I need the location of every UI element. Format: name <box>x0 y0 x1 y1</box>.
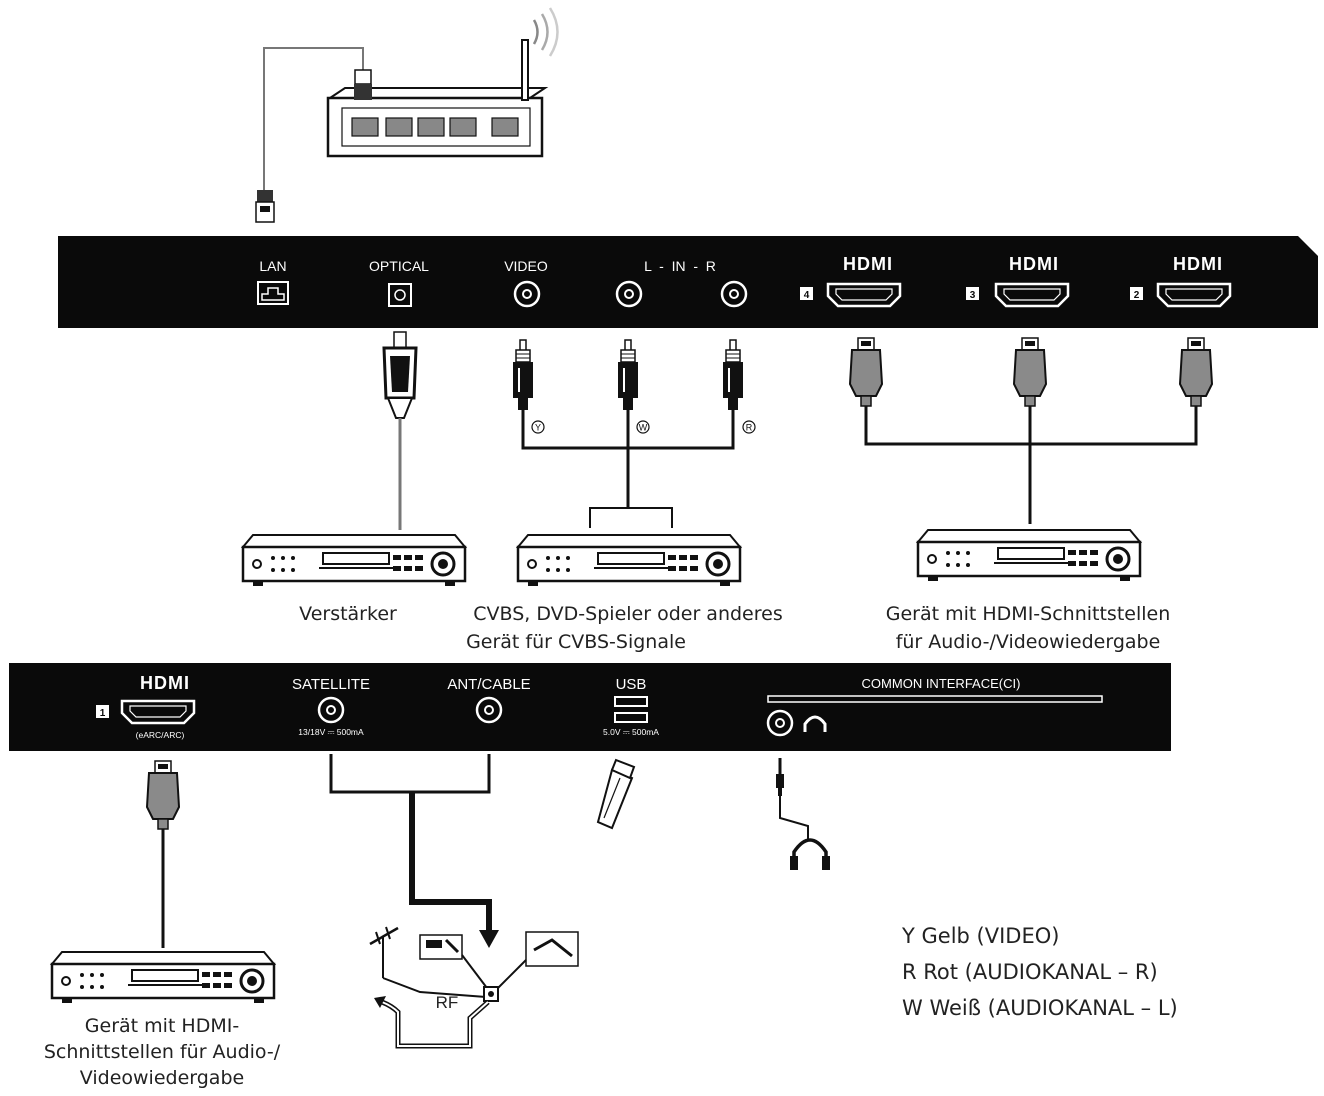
hdmi-plug-icon <box>849 337 883 407</box>
tv-rear-panel-upper <box>58 236 1318 328</box>
headphones-icon <box>790 838 830 870</box>
av-receiver-icon <box>241 533 467 588</box>
headphone-plug-icon <box>776 758 809 840</box>
hdmi1-device-caption-line1: Gerät mit HDMI- <box>85 1015 239 1037</box>
hdmi-device-caption-line2: für Audio-/Videowiedergabe <box>896 631 1161 653</box>
svg-text:R: R <box>746 423 753 433</box>
hdmi1-device-caption-line2: Schnittstellen für Audio-/ <box>44 1041 281 1063</box>
satellite-dish-icon <box>419 934 491 993</box>
rf-label: RF <box>436 993 459 1012</box>
rca-marker-r: R <box>742 420 756 434</box>
rca-plug-icon <box>617 339 639 411</box>
hdmi-logo: HDMI <box>843 254 893 274</box>
rca-plug-icon <box>722 339 744 411</box>
usb-label: USB <box>616 676 647 693</box>
optical-label: OPTICAL <box>369 258 429 274</box>
av-receiver-icon <box>50 950 276 1005</box>
hdmi-port-4: HDMI 4 <box>800 254 902 308</box>
tv-rear-panel-lower <box>9 663 1171 751</box>
usb-power-label: 5.0V ⎓ 500mA <box>603 727 659 737</box>
hdmi-port-number: 1 <box>100 708 106 719</box>
hdmi-logo: HDMI <box>140 673 190 693</box>
common-interface-label: COMMON INTERFACE(CI) <box>862 676 1021 691</box>
ethernet-plug-icon <box>255 69 372 223</box>
usb-port-icon <box>614 696 648 723</box>
cable-box-icon <box>493 931 579 993</box>
ethernet-cable <box>263 47 364 190</box>
legend-yellow: Y Gelb (VIDEO) <box>901 924 1059 948</box>
rca-marker-y: Y <box>531 420 545 434</box>
hdmi-plug-icon <box>1013 337 1047 407</box>
color-legend: Y Gelb (VIDEO) R Rot (AUDIOKANAL – R) W … <box>901 924 1178 1020</box>
hdmi-port-number: 2 <box>1134 290 1140 301</box>
lan-port-icon <box>257 281 289 305</box>
hdmi-port-1: HDMI 1 (eARC/ARC) <box>96 673 196 740</box>
hdmi-cable <box>864 406 1198 524</box>
hdmi-plug-icon <box>1179 337 1213 407</box>
av-receiver-icon <box>516 533 742 588</box>
optical-port-icon <box>388 283 412 307</box>
router-icon <box>326 7 559 158</box>
hdmi-plug-icon <box>146 760 180 830</box>
hdmi-port-3: HDMI 3 <box>966 254 1070 308</box>
rca-marker-w: W <box>636 420 650 434</box>
hdmi-port-2: HDMI 2 <box>1130 254 1232 308</box>
rf-cable <box>329 754 499 948</box>
hdmi-device-caption-line1: Gerät mit HDMI-Schnittstellen <box>886 603 1171 625</box>
lan-label: LAN <box>259 258 286 274</box>
hdmi-port-number: 4 <box>804 290 810 301</box>
hdmi-port-number: 3 <box>970 290 976 301</box>
rca-plug-icon <box>512 339 534 411</box>
satellite-power-label: 13/18V ⎓ 500mA <box>298 727 364 737</box>
hdmi-logo: HDMI <box>1173 254 1223 274</box>
cvbs-caption-line1: CVBS, DVD-Spieler oder anderes <box>473 603 782 625</box>
ant-cable-label: ANT/CABLE <box>447 676 530 693</box>
audio-in-label: L - IN - R <box>644 258 716 274</box>
wall-outlet-cable <box>374 996 490 1049</box>
av-receiver-icon <box>916 528 1142 583</box>
video-label: VIDEO <box>504 258 548 274</box>
ci-slot <box>767 695 1103 703</box>
headphones-symbol <box>803 715 827 732</box>
hdmi-logo: HDMI <box>1009 254 1059 274</box>
hdmi1-device-caption-line3: Videowiedergabe <box>80 1067 244 1089</box>
svg-text:W: W <box>639 423 648 433</box>
svg-text:Y: Y <box>535 423 541 433</box>
rf-splitter <box>483 986 499 1002</box>
optical-plug-icon <box>382 331 418 419</box>
rca-cable <box>521 410 735 528</box>
usb-stick-icon <box>596 758 636 830</box>
satellite-label: SATELLITE <box>292 676 370 693</box>
antenna-icon <box>369 926 487 998</box>
legend-red: R Rot (AUDIOKANAL – R) <box>902 960 1158 984</box>
amplifier-caption: Verstärker <box>299 603 397 625</box>
hdmi-arc-label: (eARC/ARC) <box>136 730 185 740</box>
cvbs-caption-line2: Gerät für CVBS-Signale <box>466 631 686 653</box>
legend-white: W Weiß (AUDIOKANAL – L) <box>902 996 1178 1020</box>
